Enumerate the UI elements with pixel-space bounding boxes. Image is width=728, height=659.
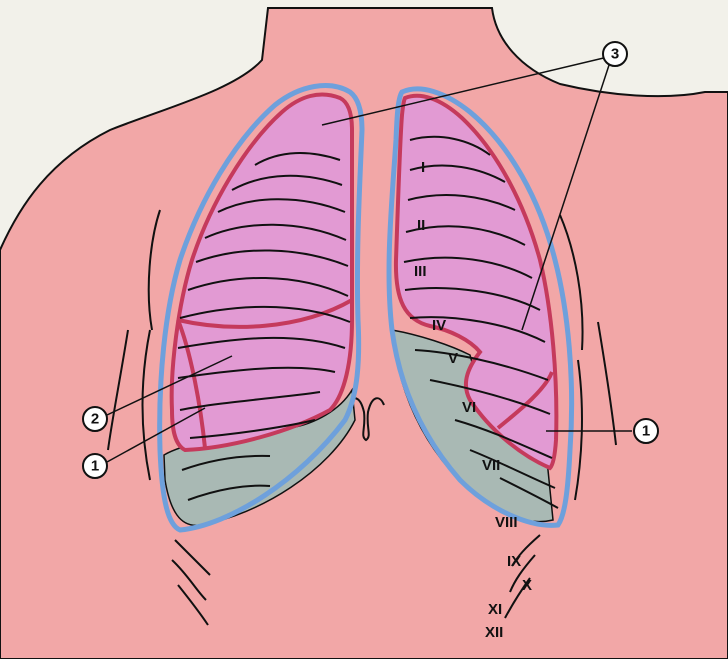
rib-label: II [417,217,425,234]
rib-label: VII [482,457,500,474]
rib-label: X [522,577,532,594]
rib-label: V [448,350,458,367]
rib-label: III [414,263,427,280]
rib-label: VI [462,399,476,416]
rib-label: VIII [495,514,518,531]
rib-label: IX [507,553,521,570]
marker-1-right-text: 1 [642,423,650,440]
rib-label: XI [488,601,502,618]
marker-3-text: 3 [611,46,619,63]
rib-label: IV [432,317,446,334]
rib-label: XII [485,624,503,641]
marker-1-right: 1 [634,419,658,443]
marker-3: 3 [603,42,627,66]
torso [0,8,728,659]
marker-1-left: 1 [83,454,107,478]
rib-label: I [421,159,425,176]
marker-2-text: 2 [91,411,99,428]
marker-2: 2 [83,407,107,431]
marker-1-left-text: 1 [91,458,99,475]
